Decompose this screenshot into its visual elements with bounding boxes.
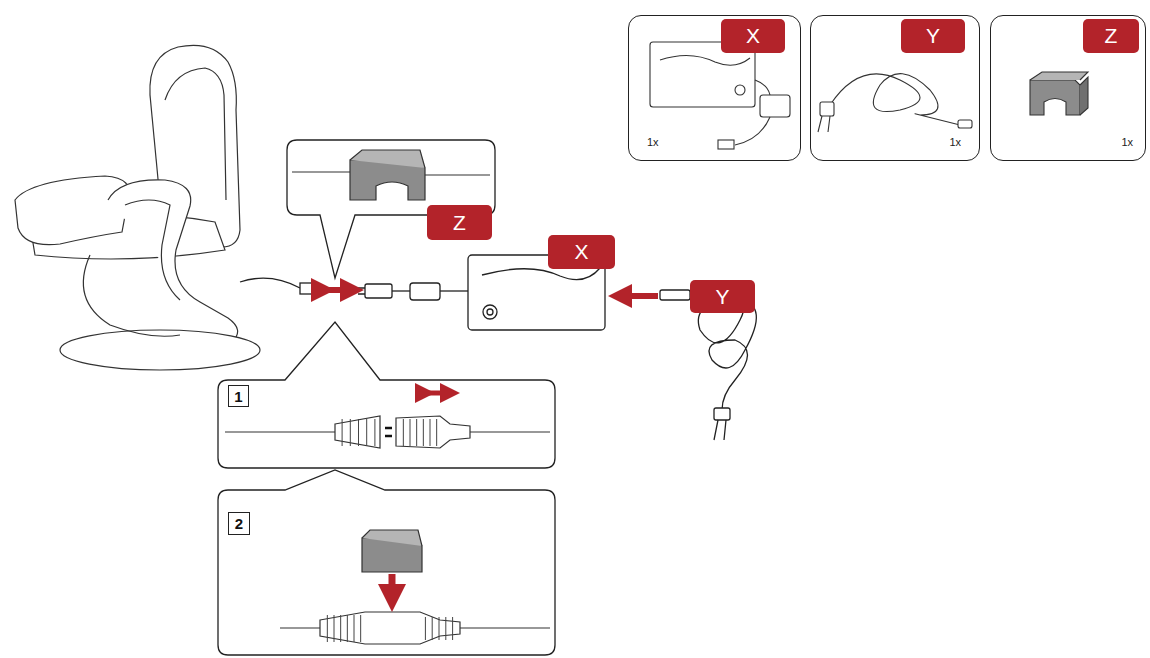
part-letter: Z [1105,24,1118,48]
quantity-label: 1x [647,136,659,148]
quantity-label: 1x [949,136,961,148]
plug-in-arrow [620,293,658,299]
part-tag: Z [1083,19,1139,53]
part-sketches [650,42,1088,149]
callout-number: 1 [234,388,242,405]
part-letter: Y [715,285,729,309]
fit-cover-arrow [389,574,396,598]
connect-arrow [425,391,450,396]
part-letter: X [746,24,760,48]
part-tag: X [548,235,615,269]
part-panel: 1x X [628,15,801,161]
part-panel: 1x Y [810,15,980,161]
callout-number: 2 [235,515,243,532]
step-number: 2 [228,512,250,535]
part-tag: Z [427,205,492,240]
callout-bubbles [218,140,555,655]
part-tag: Y [901,19,965,53]
quantity-label: 1x [1121,136,1133,148]
step-number: 1 [228,385,249,407]
part-panel: 1x Z [990,15,1146,161]
part-letter: Y [926,24,940,48]
part-tag: Y [690,280,755,313]
part-letter: Z [453,211,466,235]
part-letter: X [574,240,588,264]
part-tag: X [721,19,785,53]
recliner-chair [15,45,260,370]
detail-sketches [225,150,550,644]
connector-ribs [327,419,452,642]
connect-arrow [323,287,352,293]
